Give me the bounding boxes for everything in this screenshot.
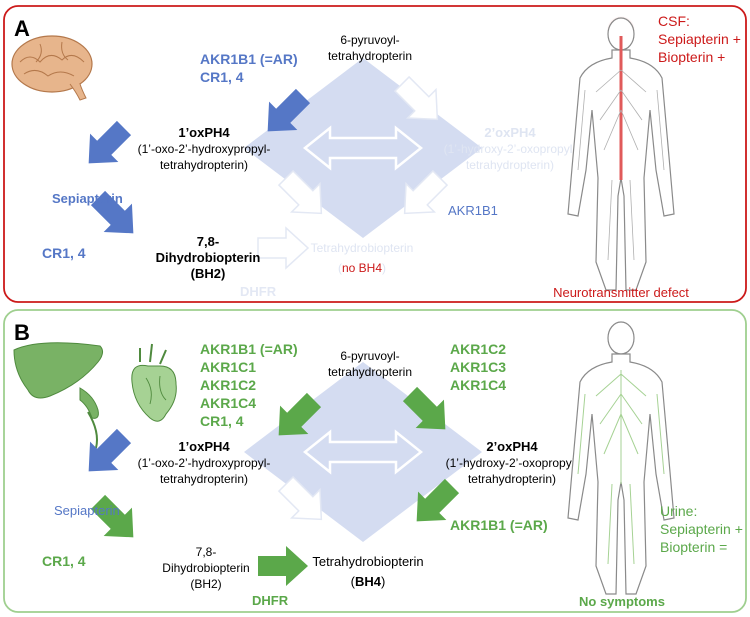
intermediate-a-left-name: 1’oxPH4 — [178, 125, 230, 140]
dhfr-label-b: DHFR — [252, 593, 289, 608]
enzyme-label-b-r1: AKR1C2 — [450, 341, 506, 357]
sepiapterin-b: Sepiapterin — [54, 503, 120, 518]
csf-line3: Biopterin + — [658, 49, 725, 65]
intermediate-a-right-desc2: tetrahydropterin) — [466, 158, 554, 172]
enzyme-label-b-l4: AKR1C4 — [200, 395, 256, 411]
cr-label-a: CR1, 4 — [42, 245, 86, 261]
bh2-b-line2: Dihydrobiopterin — [162, 561, 249, 575]
outcome-b: No symptoms — [579, 594, 665, 609]
urine-line2: Sepiapterin + — [660, 521, 743, 537]
enzyme-label-b-l5: CR1, 4 — [200, 413, 244, 429]
akr1b1-label-a: AKR1B1 — [448, 203, 498, 218]
dhfr-label-a: DHFR — [240, 284, 277, 299]
intermediate-b-left-desc2: tetrahydropterin) — [160, 472, 248, 486]
intermediate-b-right-name: 2’oxPH4 — [486, 439, 538, 454]
bh4-b-abbr: (BH4) — [351, 574, 386, 589]
enzyme-label-a-1: AKR1B1 (=AR) — [200, 51, 298, 67]
liver-icon — [13, 342, 104, 449]
human-body-icon — [567, 321, 675, 595]
bh2-a-line2: Dihydrobiopterin — [156, 250, 261, 265]
enzyme-label-b-r3: AKR1C4 — [450, 377, 506, 393]
csf-line2: Sepiapterin + — [658, 31, 741, 47]
intermediate-a-right-desc1: (1’-hydroxy-2’-oxopropyl- — [444, 142, 577, 156]
urine-line3: Biopterin = — [660, 539, 727, 555]
sepiapterin-a: Sepiapterin — [52, 191, 123, 206]
akr1b1-label-b: AKR1B1 (=AR) — [450, 517, 548, 533]
intermediate-b-left-desc1: (1’-oxo-2’-hydroxypropyl- — [138, 456, 271, 470]
reversible-arrow-b — [302, 429, 424, 475]
precursor-b-line2: tetrahydropterin — [328, 365, 412, 379]
urine-line1: Urine: — [660, 503, 697, 519]
csf-line1: CSF: — [658, 13, 690, 29]
intermediate-a-right-name: 2’oxPH4 — [484, 125, 536, 140]
intermediate-b-left-name: 1’oxPH4 — [178, 439, 230, 454]
bh2-a-line1: 7,8- — [197, 234, 219, 249]
cr-label-b: CR1, 4 — [42, 553, 86, 569]
precursor-b-line1: 6-pyruvoyl- — [340, 349, 399, 363]
precursor-a-line1: 6-pyruvoyl- — [340, 33, 399, 47]
panel-a: A AKR1B1 (=AR) CR1, 4 6-pyruvoyl- tetrah… — [3, 5, 747, 303]
no-bh4-a: (no BH4) — [338, 261, 386, 275]
panel-a-letter: A — [14, 16, 30, 41]
brain-icon — [11, 35, 93, 101]
panel-b-letter: B — [14, 320, 30, 345]
reversible-arrow-a — [302, 125, 424, 171]
enzyme-label-b-l2: AKR1C1 — [200, 359, 256, 375]
intermediate-a-left-desc2: tetrahydropterin) — [160, 158, 248, 172]
bh4-b: Tetrahydrobiopterin — [312, 554, 423, 569]
intermediate-a-left-desc1: (1’-oxo-2’-hydroxypropyl- — [138, 142, 271, 156]
outcome-a: Neurotransmitter defect — [553, 285, 689, 300]
human-body-icon — [567, 16, 675, 291]
enzyme-label-b-l3: AKR1C2 — [200, 377, 256, 393]
heart-icon — [131, 343, 177, 422]
bh2-b-line3: (BH2) — [190, 577, 221, 591]
enzyme-label-a-2: CR1, 4 — [200, 69, 244, 85]
intermediate-b-right-desc2: tetrahydropterin) — [468, 472, 556, 486]
panel-b: B AKR1B1 (=AR) AKR1C1 AKR1C2 AKR1C4 CR1,… — [3, 309, 747, 613]
bh2-a-line3: (BH2) — [191, 266, 226, 281]
enzyme-label-b-l1: AKR1B1 (=AR) — [200, 341, 298, 357]
enzyme-label-b-r2: AKR1C3 — [450, 359, 506, 375]
precursor-a-line2: tetrahydropterin — [328, 49, 412, 63]
bh2-b-line1: 7,8- — [196, 545, 217, 559]
bh4-a: Tetrahydrobiopterin — [311, 241, 414, 255]
intermediate-b-right-desc1: (1’-hydroxy-2’-oxopropyl- — [446, 456, 579, 470]
